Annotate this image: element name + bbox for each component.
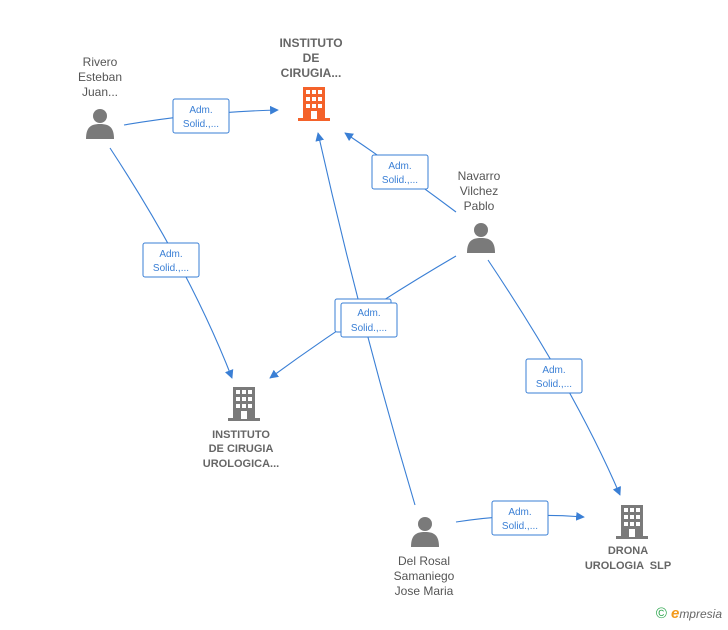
node-company-urologica[interactable]: INSTITUTO DE CIRUGIA UROLOGICA... — [203, 387, 279, 470]
node-label-line1: INSTITUTO — [212, 429, 270, 441]
edge-label-line2: Solid.,... — [502, 521, 538, 532]
brand-initial: e — [670, 605, 680, 622]
brand-name: mpresia — [679, 607, 722, 621]
building-icon — [616, 505, 648, 539]
edge-label-delrosal-drona[interactable]: Adm. Solid.,... — [491, 500, 549, 536]
building-icon — [228, 387, 260, 421]
node-label-line3: Juan... — [82, 85, 118, 99]
node-label-line2: Esteban — [78, 70, 122, 84]
edge-label-line1: Adm. — [159, 249, 182, 260]
node-person-delrosal[interactable]: Del Rosal Samaniego Jose Maria — [394, 517, 455, 598]
edge-label-line1: Adm. — [357, 308, 380, 319]
node-label-line2: DE CIRUGIA — [209, 443, 274, 455]
building-icon — [298, 87, 330, 121]
edge-label-rivero-urologica[interactable]: Adm. Solid.,... — [142, 242, 200, 278]
edge-label-line2: Solid.,... — [536, 379, 572, 390]
node-main-company[interactable]: INSTITUTO DE CIRUGIA... — [279, 36, 343, 121]
edge-label-line1: Adm. — [542, 365, 565, 376]
node-label-line3: Pablo — [464, 199, 495, 213]
edge-label-line1: Adm. — [388, 161, 411, 172]
edge-label-line2: Solid.,... — [153, 263, 189, 274]
person-icon — [411, 517, 439, 547]
edge-label-rivero-main[interactable]: Adm. Solid.,... — [172, 98, 230, 134]
node-label-line1: INSTITUTO — [279, 36, 342, 50]
node-label-line2: Samaniego — [394, 569, 455, 583]
node-label-line2: Vilchez — [460, 184, 498, 198]
node-label-line1: Navarro — [458, 169, 501, 183]
edge-label-line1: Adm. — [189, 105, 212, 116]
edge-label-navarro-urologica[interactable]: Adm. Solid.,... — [340, 302, 398, 338]
edge-label-navarro-main[interactable]: Adm. Solid.,... — [371, 154, 429, 190]
person-icon — [86, 109, 114, 139]
node-company-drona[interactable]: DRONA UROLOGIA SLP — [585, 505, 671, 572]
footer-brand: ©empresia — [656, 605, 722, 622]
edge-label-line2: Solid.,... — [382, 175, 418, 186]
node-label-line2: DE — [303, 51, 320, 65]
person-icon — [467, 223, 495, 253]
node-label-line2: UROLOGIA SLP — [585, 560, 671, 572]
node-person-navarro[interactable]: Navarro Vilchez Pablo — [458, 169, 501, 253]
brand-logo[interactable]: empresia — [670, 605, 722, 622]
edge-label-line1: Adm. — [508, 507, 531, 518]
node-label-line3: UROLOGICA... — [203, 458, 279, 470]
node-label-line3: CIRUGIA... — [281, 66, 342, 80]
node-label-line3: Jose Maria — [395, 584, 454, 598]
edge-label-line2: Solid.,... — [351, 323, 387, 334]
edge-label-navarro-drona[interactable]: Adm. Solid.,... — [525, 358, 583, 394]
edge-label-line2: Solid.,... — [183, 119, 219, 130]
copyright-icon: © — [655, 605, 667, 622]
node-label-line1: Rivero — [83, 55, 118, 69]
node-label-line1: Del Rosal — [398, 554, 450, 568]
node-label-line1: DRONA — [608, 545, 648, 557]
node-person-rivero[interactable]: Rivero Esteban Juan... — [78, 55, 122, 139]
